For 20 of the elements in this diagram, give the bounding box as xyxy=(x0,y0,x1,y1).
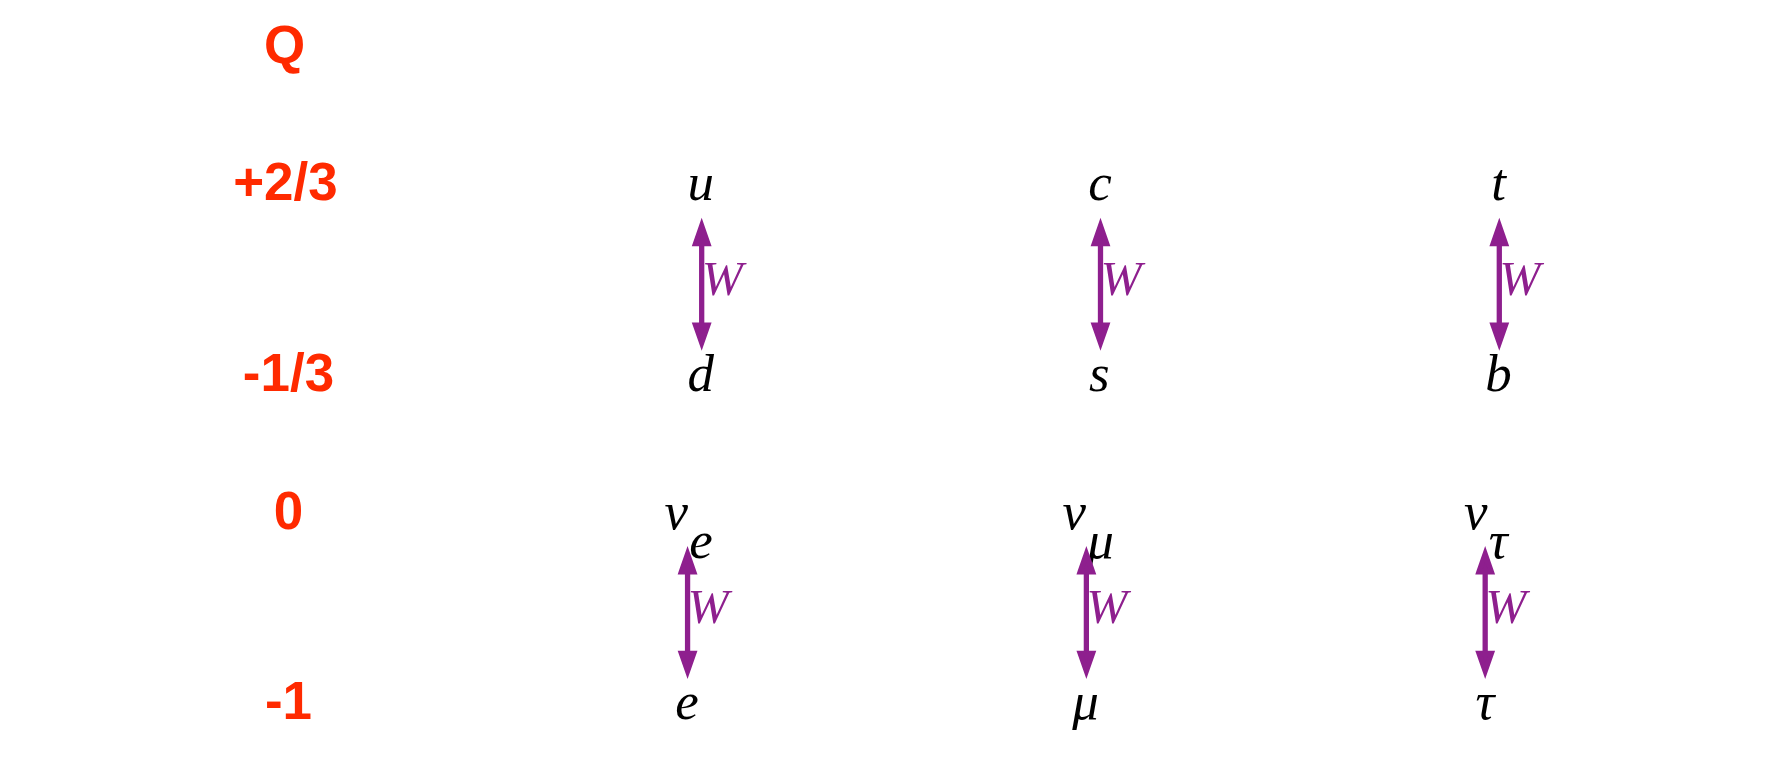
label: 0 xyxy=(273,480,304,540)
node-text: c xyxy=(1088,153,1112,212)
node-text: μ xyxy=(1072,672,1099,731)
label: -1 xyxy=(264,671,312,731)
node-text: d xyxy=(687,343,715,402)
label: Q xyxy=(264,14,306,74)
label: +2/3 xyxy=(233,152,338,212)
node-text: s xyxy=(1089,343,1110,402)
node-text: τ xyxy=(1475,672,1495,731)
arrow xyxy=(1090,217,1111,351)
arrow xyxy=(1489,217,1510,351)
label: -1/3 xyxy=(242,342,335,402)
node-text: b xyxy=(1485,343,1512,402)
arrow xyxy=(1076,546,1097,679)
node-text: e xyxy=(675,672,699,731)
node-text: t xyxy=(1491,153,1507,212)
arrow xyxy=(1475,546,1496,679)
arrow xyxy=(691,217,712,351)
node-text: u xyxy=(687,153,715,212)
arrow xyxy=(677,546,698,679)
